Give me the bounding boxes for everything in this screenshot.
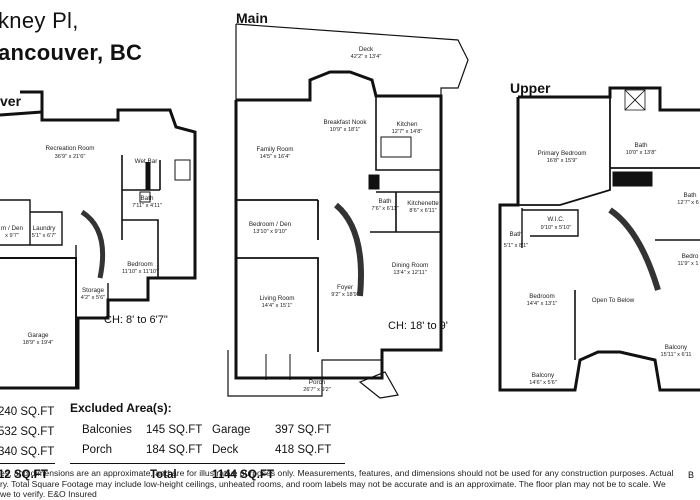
- main-level-plan: [227, 23, 469, 399]
- room-deck-name: Deck: [359, 46, 374, 53]
- room-bath-main-name: Bath: [379, 198, 392, 205]
- level-label-main: Main: [236, 10, 268, 26]
- disclaimer-line-3: we to verify. E&O Insured: [0, 489, 97, 499]
- room-porch-name: Porch: [309, 379, 326, 386]
- room-bedroom-lower-dim: 11'10" x 11'10": [122, 269, 158, 275]
- room-recreation-name: Recreation Room: [46, 145, 95, 152]
- area-row-1: 240 SQ.FT: [0, 406, 55, 418]
- excluded-value-garage: 397 SQ.FT: [275, 424, 332, 436]
- room-open-below-name: Open To Below: [592, 297, 635, 304]
- disclaimer-corner-letter: B: [688, 470, 695, 480]
- lower-level-plan: [0, 90, 197, 390]
- excluded-total-value: 1144 SQ.FT: [212, 469, 275, 481]
- room-living-name: Living Room: [260, 295, 295, 302]
- upper-level-plan: [498, 86, 700, 392]
- room-primary-dim: 16'8" x 15'9": [547, 158, 578, 164]
- excluded-value-balconies: 145 SQ.FT: [146, 424, 203, 436]
- room-bedroom-upper2-name: Bedro: [682, 253, 699, 260]
- room-porch-dim: 26'7" x 9'2": [303, 387, 331, 393]
- room-laundry-name: Laundry: [33, 225, 57, 232]
- level-label-lower: ver: [0, 93, 22, 109]
- room-den-lower-name: m / Den: [1, 225, 24, 232]
- room-wic-name: W.I.C.: [547, 216, 564, 223]
- disclaimer-line-2: ry. Total Square Footage may include low…: [0, 478, 666, 489]
- room-storage-dim: 4'2" x 5'6": [81, 295, 105, 301]
- room-bath-upper3-name: Bath: [510, 231, 523, 238]
- room-foyer-name: Foyer: [337, 284, 353, 291]
- room-bedroom-upper1-dim: 14'4" x 13'1": [527, 301, 558, 307]
- room-bath-upper2-dim: 12'7" x 6: [677, 200, 698, 206]
- room-bath-lower-name: Bath: [141, 195, 154, 202]
- room-bath-upper2-name: Bath: [684, 192, 697, 199]
- room-den-lower-dim: x 9'7": [5, 233, 19, 239]
- room-dining-name: Dining Room: [392, 262, 428, 269]
- level-label-upper: Upper: [510, 80, 551, 96]
- address-city: ancouver, BC: [0, 40, 143, 65]
- room-bedroom-upper1-name: Bedroom: [529, 293, 555, 300]
- room-kitchenette-dim: 8'6" x 6'11": [409, 208, 436, 214]
- address-street: kney Pl,: [0, 8, 79, 33]
- room-family-dim: 14'5" x 16'4": [260, 154, 291, 160]
- room-bath-upper1-name: Bath: [635, 142, 648, 149]
- room-balcony1-dim: 14'6" x 5'6": [529, 380, 557, 386]
- room-kitchen-dim: 12'7" x 14'8": [392, 129, 423, 135]
- room-wic-dim: 9'10" x 5'10": [541, 225, 572, 231]
- room-primary-name: Primary Bedroom: [538, 150, 587, 157]
- room-bedroom-den-main-name: Bedroom / Den: [249, 221, 292, 228]
- room-bedroom-lower-name: Bedroom: [127, 261, 153, 268]
- area-row-2: 532 SQ.FT: [0, 426, 55, 438]
- room-kitchenette-name: Kitchenette: [407, 200, 439, 207]
- ceiling-height-main: CH: 18' to 9': [388, 320, 448, 332]
- ceiling-height-lower: CH: 8' to 6'7": [104, 314, 168, 326]
- room-recreation-dim: 36'9" x 21'6": [55, 154, 86, 160]
- excluded-divider: [70, 463, 345, 464]
- room-breakfast-dim: 10'9" x 18'1": [330, 127, 361, 133]
- excluded-value-deck: 418 SQ.FT: [275, 444, 332, 456]
- excluded-title: Excluded Area(s):: [70, 401, 172, 415]
- room-wetbar-name: Wet Bar: [135, 158, 158, 165]
- room-living-dim: 14'4" x 15'1": [262, 303, 293, 309]
- excluded-label-balconies: Balconies: [82, 424, 132, 436]
- area-row-3: 340 SQ.FT: [0, 446, 55, 458]
- room-breakfast-name: Breakfast Nook: [323, 119, 367, 126]
- excluded-total-label: Total: [150, 469, 177, 481]
- area-divider: [0, 463, 55, 464]
- room-bath-upper3-dim: 5'1" x 8'1": [504, 243, 528, 249]
- room-bedroom-den-main-dim: 13'10" x 9'10": [253, 229, 287, 235]
- room-bedroom-upper2-dim: 11'9" x 1: [678, 261, 699, 267]
- room-dining-dim: 13'4" x 12'11": [393, 270, 426, 276]
- room-foyer-dim: 9'2" x 18'9": [331, 292, 359, 298]
- room-family-name: Family Room: [256, 146, 293, 153]
- room-balcony2-name: Balcony: [665, 344, 688, 351]
- room-laundry-dim: 5'1" x 6'7": [32, 233, 56, 239]
- room-deck-dim: 42'2" x 13'4": [351, 54, 382, 60]
- floor-plans: Recreation Room 36'9" x 21'6" Wet Bar Ba…: [0, 23, 700, 399]
- disclaimer: es, and dimensions are an approximate, a…: [0, 468, 690, 500]
- excluded-label-porch: Porch: [82, 444, 113, 456]
- excluded-label-deck: Deck: [212, 444, 239, 456]
- room-kitchen-name: Kitchen: [396, 121, 418, 128]
- room-bath-main-dim: 7'6" x 6'11": [371, 206, 398, 212]
- excluded-value-porch: 184 SQ.FT: [146, 444, 203, 456]
- area-total: 12 SQ.FT: [0, 469, 48, 481]
- room-balcony2-dim: 15'11" x 6'11: [661, 352, 692, 358]
- room-bath-lower-dim: 7'11" x 4'11": [132, 203, 162, 209]
- room-storage-name: Storage: [82, 287, 105, 294]
- room-garage-name: Garage: [27, 332, 49, 339]
- room-balcony1-name: Balcony: [532, 372, 555, 379]
- room-garage-dim: 18'9" x 19'4": [23, 340, 54, 346]
- excluded-label-garage: Garage: [212, 424, 251, 436]
- room-bath-upper1-dim: 10'0" x 13'8": [626, 150, 657, 156]
- disclaimer-line-1: es, and dimensions are an approximate, a…: [0, 468, 674, 478]
